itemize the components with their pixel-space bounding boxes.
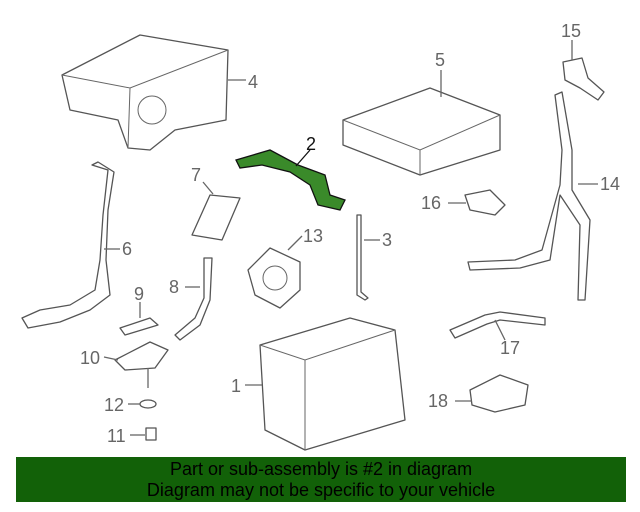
part-10-terminal[interactable] bbox=[103, 341, 169, 388]
callout-13[interactable]: 13 bbox=[303, 226, 323, 246]
banner-part-note: Part or sub-assembly is #2 in diagram bbox=[169, 459, 473, 479]
part-3-rod[interactable] bbox=[356, 214, 380, 301]
callout-5[interactable]: 5 bbox=[435, 50, 445, 70]
part-6-cable[interactable] bbox=[21, 161, 120, 329]
banner-disclaimer: Diagram may not be specific to your vehi… bbox=[146, 480, 496, 500]
part-12-nut[interactable] bbox=[128, 399, 157, 409]
callout-10[interactable]: 10 bbox=[80, 348, 100, 368]
callout-2[interactable]: 2 bbox=[306, 134, 316, 154]
part-13-sensor[interactable] bbox=[247, 235, 303, 309]
callout-8[interactable]: 8 bbox=[169, 277, 179, 297]
part-1-battery[interactable] bbox=[245, 317, 406, 451]
part-7-cover[interactable] bbox=[191, 181, 241, 241]
callout-9[interactable]: 9 bbox=[134, 284, 144, 304]
part-15-bracket[interactable] bbox=[562, 40, 605, 101]
callout-11[interactable]: 11 bbox=[107, 426, 126, 446]
part-14-harness[interactable] bbox=[467, 91, 598, 301]
part-17-cable[interactable] bbox=[449, 311, 546, 341]
callout-4[interactable]: 4 bbox=[248, 72, 258, 92]
part-18-relay[interactable] bbox=[455, 374, 529, 413]
part-9-clip[interactable] bbox=[119, 302, 159, 336]
callout-17[interactable]: 17 bbox=[500, 338, 520, 358]
part-2-battery-hold-down[interactable] bbox=[235, 149, 346, 211]
callout-18[interactable]: 18 bbox=[428, 391, 448, 411]
part-11-bolt[interactable] bbox=[130, 427, 157, 441]
callout-3[interactable]: 3 bbox=[382, 230, 392, 250]
part-4-battery-cover[interactable] bbox=[61, 34, 246, 151]
info-banner: Part or sub-assembly is #2 in diagram Di… bbox=[16, 457, 626, 502]
part-8-cable[interactable] bbox=[174, 257, 213, 341]
callout-12[interactable]: 12 bbox=[104, 395, 124, 415]
part-16-fuse[interactable] bbox=[448, 189, 506, 216]
callout-16[interactable]: 16 bbox=[421, 193, 441, 213]
callout-14[interactable]: 14 bbox=[600, 174, 620, 194]
callout-7[interactable]: 7 bbox=[191, 165, 201, 185]
callout-15[interactable]: 15 bbox=[561, 21, 581, 41]
callout-6[interactable]: 6 bbox=[122, 239, 132, 259]
part-5-module[interactable] bbox=[342, 70, 501, 176]
callout-1[interactable]: 1 bbox=[231, 376, 241, 396]
